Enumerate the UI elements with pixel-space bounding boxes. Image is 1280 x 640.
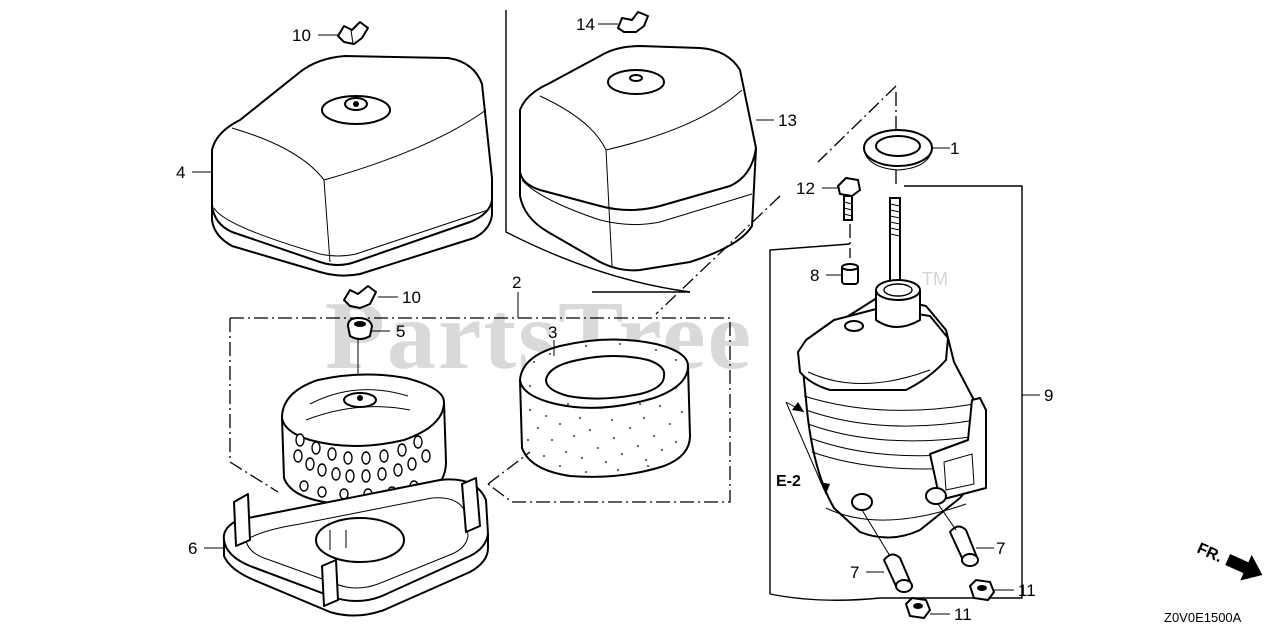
- part-7-tube-right[interactable]: [948, 525, 980, 567]
- callout-11-bottom: 11: [954, 605, 972, 624]
- part-12-bolt[interactable]: [836, 176, 862, 221]
- part-11-nut-bottom[interactable]: [904, 596, 932, 620]
- front-direction-label: FR.: [1194, 540, 1224, 566]
- reference-label: E-2: [776, 473, 801, 490]
- part-8-collar[interactable]: [841, 263, 859, 285]
- callout-14: 14: [576, 15, 595, 34]
- part-14-wing-nut[interactable]: [617, 11, 649, 33]
- callout-2: 2: [512, 273, 521, 292]
- callout-3: 3: [548, 323, 557, 342]
- callout-11-right: 11: [1018, 581, 1036, 600]
- front-arrow-icon: [1225, 554, 1263, 581]
- part-10-wing-nut-middle[interactable]: [343, 285, 377, 309]
- part-9-air-cleaner-elbow[interactable]: [797, 197, 987, 539]
- part-10-wing-nut-top[interactable]: [337, 21, 369, 45]
- callout-7-right: 7: [996, 539, 1005, 558]
- callout-1: 1: [950, 139, 959, 158]
- part-4-air-cleaner-cover[interactable]: [211, 55, 493, 277]
- callout-4: 4: [176, 163, 185, 182]
- part-5-seal-washer[interactable]: [346, 316, 374, 340]
- part-6-air-cleaner-case[interactable]: [222, 477, 489, 617]
- part-7-tube-left[interactable]: [882, 553, 914, 593]
- part-2-air-cleaner-element[interactable]: [280, 373, 448, 506]
- callout-7-left: 7: [850, 563, 859, 582]
- callout-10-middle: 10: [402, 288, 421, 307]
- callout-8: 8: [810, 266, 819, 285]
- part-11-nut-right[interactable]: [968, 578, 996, 602]
- front-direction-indicator: FR.: [1194, 540, 1263, 581]
- watermark-trademark: TM: [922, 269, 948, 289]
- callout-9: 9: [1044, 386, 1053, 405]
- callout-6: 6: [188, 539, 197, 558]
- callout-10-top: 10: [292, 26, 311, 45]
- diagram-code: Z0V0E1500A: [1164, 610, 1242, 625]
- callout-13: 13: [778, 111, 797, 130]
- part-13-air-cleaner-cover-alt[interactable]: [519, 45, 757, 272]
- part-1-gasket-ring[interactable]: [863, 129, 933, 171]
- callout-12: 12: [796, 179, 815, 198]
- callout-5: 5: [396, 322, 405, 341]
- part-3-foam-element[interactable]: [518, 338, 692, 478]
